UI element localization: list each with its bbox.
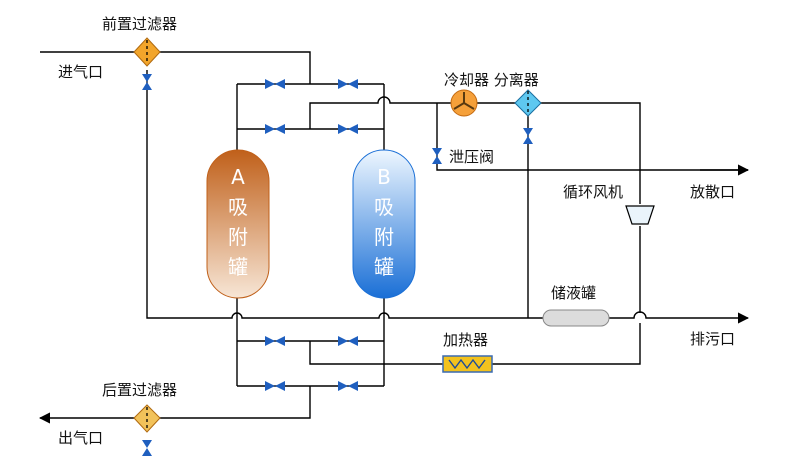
tank-b-label-3: 附 (374, 225, 394, 249)
vent-line (436, 103, 748, 171)
tank-b-label-1: B (377, 165, 391, 189)
heater-label: 加热器 (443, 331, 488, 349)
tank-a-label-2: 吸 (228, 195, 248, 219)
valve-icon[interactable] (265, 336, 285, 346)
tank-a-label-4: 罐 (228, 255, 248, 279)
fan-icon (625, 205, 655, 225)
relief-valve-label: 泄压阀 (449, 148, 494, 166)
storage-label: 储液罐 (551, 284, 596, 302)
filter-icon (133, 404, 161, 433)
labels: 前置过滤器 进气口 冷却器 分离器 泄压阀 循环风机 放散口 储液罐 排污口 加… (58, 15, 735, 447)
drain-label: 排污口 (690, 330, 735, 348)
relief-valve-icon[interactable] (432, 148, 442, 164)
valve-icon[interactable] (265, 381, 285, 391)
vent-label: 放散口 (690, 183, 735, 201)
drain-line (609, 311, 750, 324)
heater-to-manifold (309, 341, 443, 365)
valve-icon[interactable] (338, 381, 358, 391)
pre-filter (133, 37, 161, 67)
storage-tank (542, 309, 610, 327)
valve-icon[interactable] (265, 79, 285, 89)
heater-icon (442, 355, 493, 373)
inlet-pipe (40, 51, 311, 84)
cooler-separator-label: 冷却器 分离器 (444, 71, 539, 89)
pre-filter-label: 前置过滤器 (102, 15, 177, 33)
tank-a: A 吸 附 罐 (206, 149, 270, 299)
tank-a-label-1: A (231, 165, 245, 189)
inlet-label: 进气口 (58, 63, 103, 81)
valve-icon[interactable] (338, 336, 358, 346)
tank-b-label-4: 罐 (374, 255, 394, 279)
cooler (450, 89, 478, 117)
outlet-pipe (38, 386, 311, 424)
circulation-fan-label: 循环风机 (563, 183, 623, 201)
separator (514, 89, 542, 117)
cooler-line (309, 96, 641, 204)
bottom-header (146, 70, 543, 319)
valves (142, 74, 533, 456)
post-filter (133, 404, 161, 433)
valve-icon[interactable] (142, 440, 152, 456)
circulation-fan (625, 205, 655, 225)
pipes (38, 51, 750, 424)
tank-b-label-2: 吸 (374, 195, 394, 219)
valve-icon[interactable] (142, 74, 152, 90)
valve-icon[interactable] (338, 79, 358, 89)
post-filter-label: 后置过滤器 (102, 381, 177, 399)
valve-icon[interactable] (265, 124, 285, 134)
tank-b: B 吸 附 罐 (352, 149, 416, 299)
valve-icon[interactable] (523, 128, 533, 144)
outlet-label: 出气口 (58, 429, 103, 447)
heater (442, 355, 493, 373)
tank-a-label-3: 附 (228, 225, 248, 249)
valve-icon[interactable] (338, 124, 358, 134)
fan-to-heater (492, 323, 641, 365)
